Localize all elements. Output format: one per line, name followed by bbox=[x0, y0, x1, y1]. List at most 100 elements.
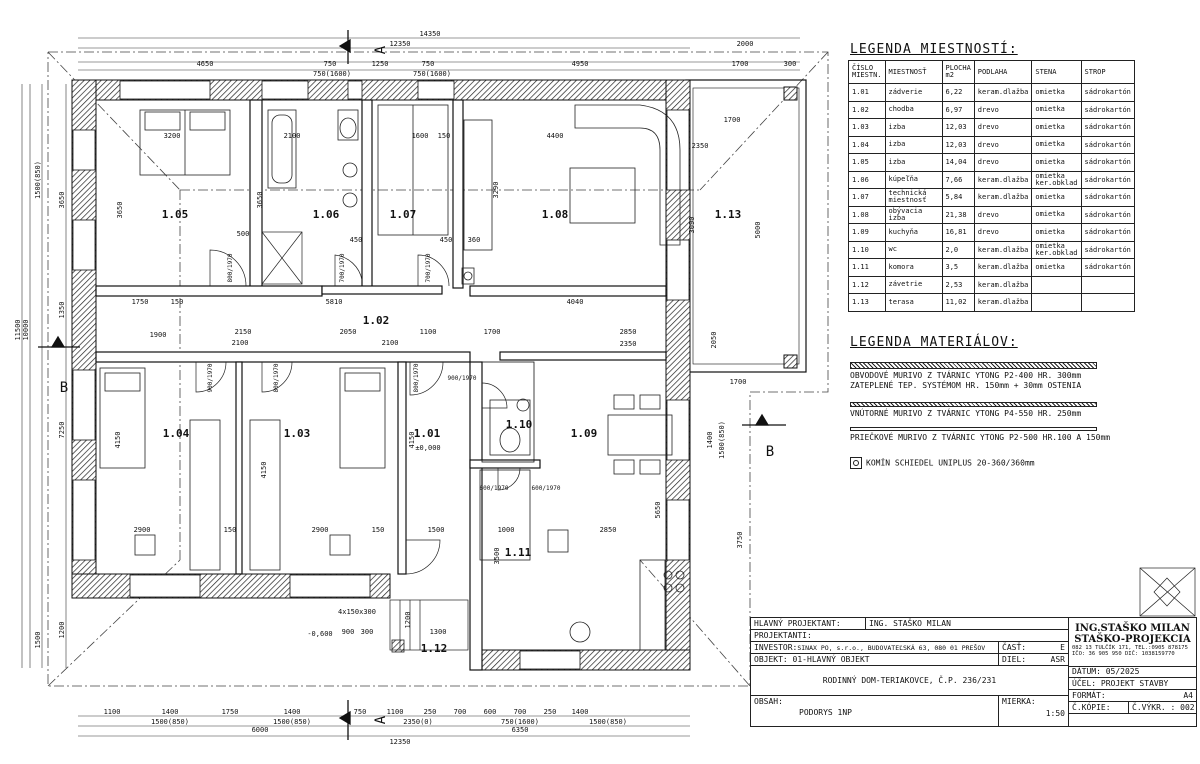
terrace-column-top bbox=[783, 86, 798, 101]
rooms-cell: drevo bbox=[973, 205, 1033, 224]
rooms-cell: obývacia izba bbox=[884, 205, 943, 224]
part-row: ČASŤ: E bbox=[999, 642, 1069, 654]
room-label: 1.13 bbox=[715, 208, 742, 221]
rooms-cell: 1.11 bbox=[848, 258, 886, 277]
content-label: OBSAH: bbox=[754, 697, 783, 706]
building-name: RODINNÝ DOM-TERIAKOVCE, Č.P. 236/231 bbox=[751, 666, 1069, 696]
rooms-cell: izba bbox=[884, 153, 943, 172]
furniture bbox=[99, 104, 685, 653]
terrace-outline bbox=[685, 79, 807, 373]
window-openings bbox=[72, 80, 690, 670]
dimension-text: 3290 bbox=[492, 182, 500, 199]
dimension-text: 4950 bbox=[572, 60, 589, 68]
dimension-text: 750(1600) bbox=[313, 70, 351, 78]
dimension-text: 150 bbox=[372, 526, 385, 534]
rooms-cell: sádrokartón bbox=[1080, 135, 1135, 154]
rooms-cell: komora bbox=[884, 258, 943, 277]
purpose: ÚČEL: PROJEKT STAVBY bbox=[1069, 678, 1196, 690]
dimension-text: 300 bbox=[361, 628, 374, 636]
rooms-cell: 6,97 bbox=[941, 100, 975, 119]
dimension-text: 1500 bbox=[34, 632, 42, 649]
part-value: E bbox=[1060, 643, 1065, 652]
rooms-cell: 1.02 bbox=[848, 100, 886, 119]
rooms-header-cell: ČÍSLO MIESTN. bbox=[848, 60, 886, 84]
dimension-text: 4150 bbox=[408, 432, 416, 449]
dimension-text: 1400 bbox=[572, 708, 589, 716]
section-label: B bbox=[766, 444, 774, 460]
material-external-wall: OBVODOVÉ MURIVO Z TVÁRNIC YTONG P2-400 H… bbox=[850, 362, 1097, 391]
dimension-text: 2350 bbox=[692, 142, 709, 150]
dimension-text: 2900 bbox=[312, 526, 329, 534]
rooms-cell: 14,04 bbox=[941, 153, 975, 172]
designers-label: PROJEKTANTI: bbox=[751, 630, 1069, 642]
dimension-text: 3650 bbox=[58, 192, 66, 209]
dimension-text: 1400 bbox=[162, 708, 179, 716]
rooms-cell: keram.dlažba bbox=[973, 240, 1033, 259]
room-label: 1.08 bbox=[542, 208, 569, 221]
dimension-text: 7250 bbox=[58, 422, 66, 439]
dimension-text: 2100 bbox=[284, 132, 301, 140]
rooms-cell: 12,03 bbox=[941, 135, 975, 154]
dimension-text: 1750 bbox=[222, 708, 239, 716]
dimension-text: 2100 bbox=[232, 339, 249, 347]
rooms-cell: omietka ker.obklad bbox=[1031, 240, 1082, 259]
rooms-header-cell: PODLAHA bbox=[973, 60, 1033, 84]
level-label: ±0,000 bbox=[415, 444, 440, 452]
dimension-text: 1750 bbox=[132, 298, 149, 306]
dimension-text: 3200 bbox=[164, 132, 181, 140]
rooms-cell: omietka bbox=[1031, 118, 1082, 137]
rooms-cell: keram.dlažba bbox=[973, 188, 1033, 207]
rooms-cell: drevo bbox=[973, 100, 1033, 119]
rooms-cell: 1.08 bbox=[848, 205, 886, 224]
room-label: 1.06 bbox=[313, 208, 340, 221]
north-symbol bbox=[1139, 567, 1196, 617]
rooms-cell: 1.10 bbox=[848, 240, 886, 259]
rooms-cell: sádrokartón bbox=[1080, 205, 1135, 224]
content-row: OBSAH: PODORYS 1NP bbox=[751, 696, 999, 726]
dimension-text: 1700 bbox=[732, 60, 749, 68]
rooms-cell: 6,22 bbox=[941, 83, 975, 102]
dimension-text: 4400 bbox=[547, 132, 564, 140]
dimension-text: 3750 bbox=[736, 532, 744, 549]
dimension-text: 250 bbox=[424, 708, 437, 716]
dimension-text: 6350 bbox=[512, 726, 529, 734]
dimension-text: 2150 bbox=[235, 328, 252, 336]
entrance-steps bbox=[389, 599, 469, 651]
dimension-text: 4040 bbox=[567, 298, 584, 306]
content-value: PODORYS 1NP bbox=[799, 708, 852, 717]
rooms-cell: kúpeľňa bbox=[884, 170, 943, 189]
material-internal-wall: VNÚTORNÉ MURIVO Z TVÁRNIC YTONG P4-550 H… bbox=[850, 402, 1097, 419]
rooms-cell: sádrokartón bbox=[1080, 240, 1135, 259]
dimension-text: 12350 bbox=[389, 40, 410, 48]
date: DÁTUM: 05/2025 bbox=[1069, 666, 1196, 678]
rooms-cell: 12,03 bbox=[941, 118, 975, 137]
material-partition-wall: PRIEČKOVÉ MURIVO Z TVÁRNIC YTONG P2-500 … bbox=[850, 427, 1110, 443]
diel-row: DIEL: ASR bbox=[999, 654, 1069, 666]
rooms-cell: sádrokartón bbox=[1080, 223, 1135, 242]
title-block: HLAVNÝ PROJEKTANT: ING. STAŠKO MILAN PRO… bbox=[750, 617, 1197, 727]
room-label: 1.10 bbox=[506, 418, 533, 431]
rooms-cell: 11,02 bbox=[941, 293, 975, 312]
level-label: -0,600 bbox=[307, 630, 332, 638]
rooms-cell: kuchyňa bbox=[884, 223, 943, 242]
rooms-cell: 16,81 bbox=[941, 223, 975, 242]
rooms-cell: keram.dlažba bbox=[973, 83, 1033, 102]
part-label: ČASŤ: bbox=[1002, 643, 1027, 652]
rooms-cell: omietka bbox=[1031, 83, 1082, 102]
object-label: OBJEKT: bbox=[754, 655, 788, 664]
firm-ids: IČO: 36 905 950 DIČ: 1038159770 bbox=[1072, 651, 1175, 657]
dimension-text: 1100 bbox=[104, 708, 121, 716]
dimension-text: 500 bbox=[237, 230, 250, 238]
scale-value: 1:50 bbox=[1045, 709, 1065, 718]
dimension-text: 2100 bbox=[382, 339, 399, 347]
dimension-text: 150 bbox=[171, 298, 184, 306]
dimension-text: 4x150x300 bbox=[338, 608, 376, 616]
